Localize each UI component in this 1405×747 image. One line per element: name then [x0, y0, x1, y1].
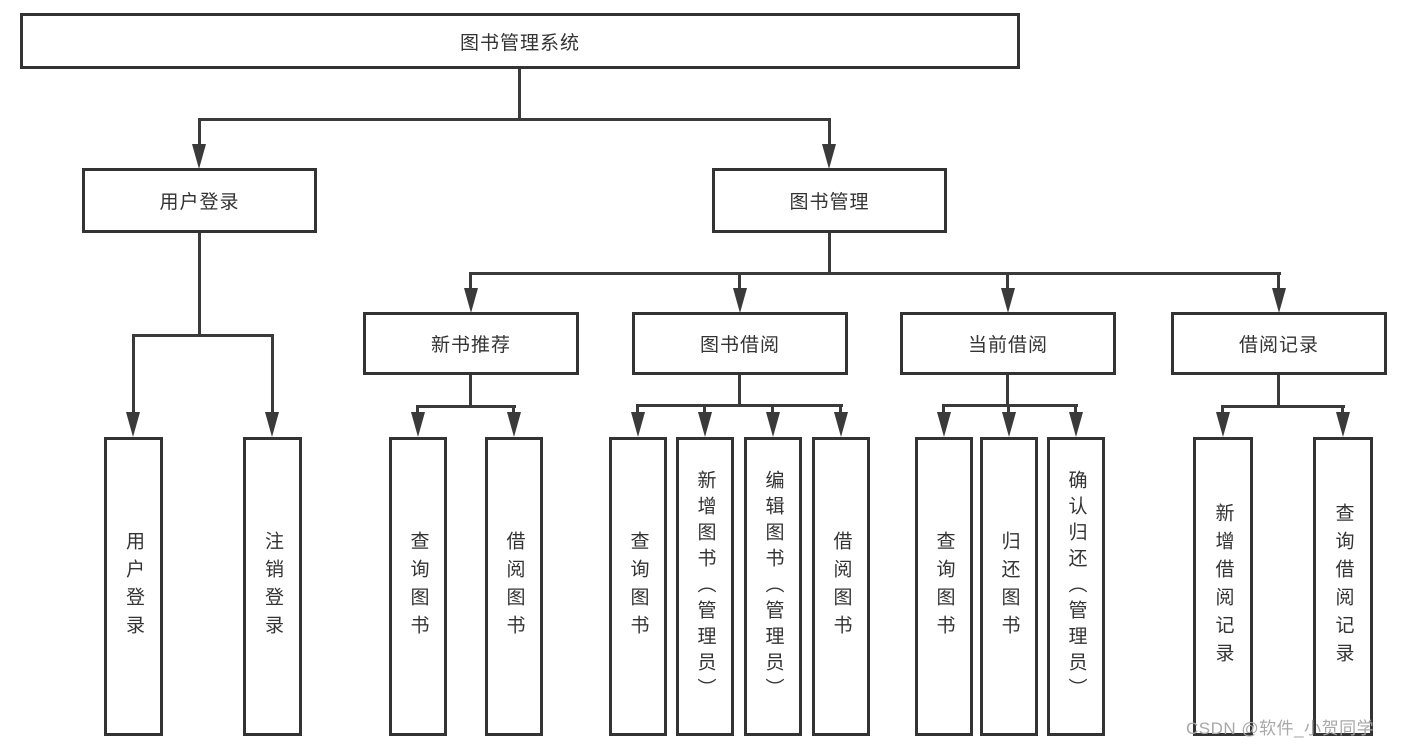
- arrowhead-down-icon: [834, 412, 848, 437]
- leaf-label: 借阅图书: [830, 530, 852, 643]
- connector-line: [828, 120, 831, 146]
- connector-line: [703, 406, 706, 414]
- arrowhead-down-icon: [1336, 412, 1350, 437]
- connector-line: [512, 407, 515, 415]
- leaf-label: 确认归还（管理员）: [1065, 469, 1087, 704]
- connector-line: [132, 336, 135, 414]
- arrowhead-down-icon: [411, 412, 425, 437]
- leaf-return-book: 归还图书: [980, 437, 1038, 736]
- watermark: CSDN @软件_小贺同学: [1186, 719, 1375, 738]
- connector-line: [469, 275, 472, 290]
- leaf-query-books-recommend: 查询图书: [389, 437, 447, 736]
- node-book-borrow: 图书借阅: [632, 312, 848, 375]
- arrowhead-down-icon: [1272, 288, 1286, 313]
- connector-line: [1074, 406, 1077, 414]
- node-user-login: 用户登录: [82, 168, 317, 233]
- leaf-label: 用户登录: [123, 530, 144, 643]
- node-library-system: 图书管理系统: [20, 13, 1020, 69]
- arrowhead-down-icon: [1069, 412, 1083, 437]
- leaf-label: 新增图书（管理员）: [694, 469, 716, 704]
- connector-line: [416, 405, 516, 408]
- arrowhead-down-icon: [631, 412, 645, 437]
- node-current-borrow: 当前借阅: [900, 312, 1116, 375]
- connector-line: [1341, 407, 1344, 414]
- arrowhead-down-icon: [733, 288, 747, 313]
- leaf-confirm-return-admin: 确认归还（管理员）: [1047, 437, 1105, 736]
- arrowhead-down-icon: [937, 412, 951, 437]
- connector-line: [738, 275, 741, 290]
- arrowhead-down-icon: [126, 412, 140, 437]
- leaf-add-borrow-record: 新增借阅记录: [1193, 437, 1253, 736]
- arrowhead-down-icon: [265, 412, 279, 437]
- connector-line: [416, 407, 419, 415]
- node-book-management: 图书管理: [712, 168, 947, 233]
- arrowhead-down-icon: [507, 412, 521, 437]
- leaf-label: 归还图书: [998, 530, 1020, 643]
- leaf-query-books-current: 查询图书: [915, 437, 973, 736]
- arrowhead-down-icon: [1002, 412, 1016, 437]
- connector-line: [469, 272, 1281, 275]
- leaf-borrow-books-borrow: 借阅图书: [812, 437, 870, 736]
- connector-line: [1277, 375, 1280, 407]
- leaf-label: 借阅图书: [503, 530, 525, 643]
- connector-line: [1221, 407, 1224, 414]
- arrowhead-down-icon: [698, 412, 712, 437]
- connector-line: [271, 336, 274, 414]
- connector-line: [469, 375, 472, 408]
- connector-line: [828, 233, 831, 274]
- arrowhead-down-icon: [766, 412, 780, 437]
- connector-line: [1006, 275, 1009, 290]
- connector-line: [771, 406, 774, 414]
- leaf-label: 查询图书: [627, 530, 649, 643]
- node-new-book-recommend: 新书推荐: [363, 312, 579, 375]
- leaf-edit-book-admin: 编辑图书（管理员）: [744, 437, 802, 736]
- node-borrow-records: 借阅记录: [1171, 312, 1387, 375]
- leaf-label: 编辑图书（管理员）: [762, 469, 784, 704]
- connector-line: [1007, 406, 1010, 414]
- arrowhead-down-icon: [464, 288, 478, 313]
- leaf-borrow-books-recommend: 借阅图书: [485, 437, 543, 736]
- leaf-logout: 注销登录: [243, 437, 302, 736]
- connector-line: [942, 404, 1078, 407]
- connector-line: [198, 233, 201, 336]
- leaf-label: 新增借阅记录: [1212, 502, 1234, 671]
- leaf-label: 查询借阅记录: [1332, 502, 1354, 671]
- leaf-label: 查询图书: [933, 530, 955, 643]
- leaf-label: 查询图书: [407, 530, 429, 643]
- leaf-label: 注销登录: [262, 530, 283, 643]
- connector-line: [636, 406, 639, 414]
- connector-line: [1221, 405, 1345, 408]
- connector-line: [198, 118, 831, 121]
- connector-line: [636, 404, 843, 407]
- connector-line: [518, 68, 521, 120]
- connector-line: [839, 406, 842, 414]
- connector-line: [942, 406, 945, 414]
- connector-line: [198, 120, 201, 146]
- connector-line: [738, 375, 741, 406]
- arrowhead-down-icon: [1216, 412, 1230, 437]
- leaf-add-book-admin: 新增图书（管理员）: [676, 437, 734, 736]
- connector-line: [1277, 275, 1280, 290]
- connector-line: [1006, 375, 1009, 406]
- leaf-query-books-borrow: 查询图书: [609, 437, 667, 736]
- leaf-user-login: 用户登录: [104, 437, 163, 736]
- connector-line: [132, 334, 274, 337]
- arrowhead-down-icon: [822, 144, 836, 169]
- leaf-query-borrow-record: 查询借阅记录: [1313, 437, 1373, 736]
- arrowhead-down-icon: [1001, 288, 1015, 313]
- arrowhead-down-icon: [192, 144, 206, 169]
